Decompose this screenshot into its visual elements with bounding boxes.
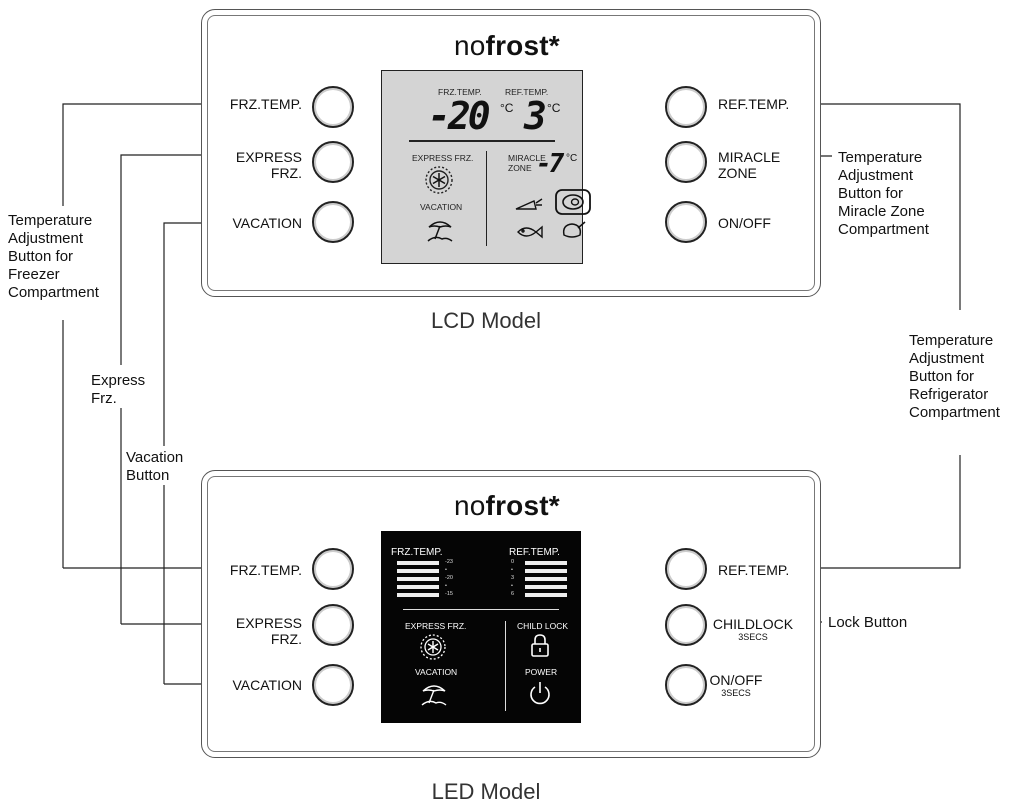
frz-bars-segment xyxy=(397,585,439,589)
led-ref-temp-heading: REF.TEMP. xyxy=(509,547,560,558)
lcd-vacation-label: VACATION xyxy=(232,215,303,231)
led-childlock-button[interactable] xyxy=(665,604,707,646)
led-frz-temp-heading: FRZ.TEMP. xyxy=(391,547,443,558)
frz-bars-tick-label: • xyxy=(445,583,447,589)
led-power-icon xyxy=(530,682,550,705)
lcd-ref-unit: °C xyxy=(547,101,561,115)
led-vacation-label: VACATION xyxy=(232,677,303,693)
led-display: FRZ.TEMP. REF.TEMP. -23 • -20 • -15 0 • 3 • 6 EX… xyxy=(381,531,581,723)
led-nofrost-logo: nofrost* xyxy=(454,490,560,521)
lcd-vacation-indicator: VACATION xyxy=(420,202,463,212)
lcd-umbrella-icon xyxy=(427,221,453,242)
lcd-express-frz-button[interactable] xyxy=(312,141,354,183)
lcd-carrot-icon xyxy=(515,198,543,210)
lcd-miracle-zone-indicator: MIRACLE ZONE xyxy=(508,153,546,173)
led-express-frz-indicator: EXPRESS FRZ. xyxy=(405,621,467,631)
led-ref-temp-label: REF.TEMP. xyxy=(718,562,790,578)
freezer-temp-annotation: Temperature Adjustment Button for Freeze… xyxy=(8,212,99,302)
led-divider xyxy=(403,609,559,610)
lcd-ref-temp-label: REF.TEMP. xyxy=(718,96,790,112)
ref-bars-tick-label: • xyxy=(511,583,513,589)
lcd-frz-temp-value: -20 xyxy=(428,94,491,138)
lcd-ref-temp-heading: REF.TEMP. xyxy=(505,87,549,97)
frz-bars-tick-label: -15 xyxy=(445,591,453,597)
express-frz-annotation: Express Frz. xyxy=(91,372,146,408)
lcd-meat-icon xyxy=(555,189,591,215)
ref-bars-tick-label: • xyxy=(511,567,513,573)
lcd-ref-temp-value: 3 xyxy=(524,94,547,138)
led-vacation-button[interactable] xyxy=(312,664,354,706)
frz-bars-segment xyxy=(397,561,439,565)
led-padlock-icon xyxy=(531,634,549,657)
led-power-indicator: POWER xyxy=(525,667,558,677)
led-vertical-divider xyxy=(505,621,506,711)
frz-bars-tick-label: • xyxy=(445,567,447,573)
led-express-frz-button[interactable] xyxy=(312,604,354,646)
frz-bars-tick-label: -20 xyxy=(445,575,453,581)
led-model-caption: LED Model xyxy=(431,779,541,804)
lcd-vertical-divider xyxy=(486,151,488,246)
lcd-chicken-icon xyxy=(562,221,586,238)
lcd-divider xyxy=(409,140,555,142)
led-frz-temp-label: FRZ.TEMP. xyxy=(229,562,302,578)
lcd-fish-icon xyxy=(517,225,543,239)
lcd-panel-inner-border xyxy=(207,15,815,291)
lcd-display: FRZ.TEMP. -20 °C REF.TEMP. 3 °C EXPRESS … xyxy=(381,70,591,264)
lcd-miracle-unit: °C xyxy=(566,153,578,164)
ref-bars-tick-label: 3 xyxy=(511,575,515,581)
led-vacation-indicator: VACATION xyxy=(415,667,458,677)
lcd-miracle-zone-label: MIRACLE ZONE xyxy=(718,149,781,181)
lcd-frz-unit: °C xyxy=(500,101,514,115)
led-on-off-button[interactable] xyxy=(665,664,707,706)
lcd-nofrost-logo: nofrost* xyxy=(454,30,560,61)
led-frz-temp-button[interactable] xyxy=(312,548,354,590)
lcd-miracle-zone-value: -7 xyxy=(536,149,564,179)
lcd-miracle-zone-button[interactable] xyxy=(665,141,707,183)
led-panel-inner-border xyxy=(207,476,815,752)
ref-bars-segment xyxy=(525,577,567,581)
frz-bars-segment xyxy=(397,569,439,573)
lcd-express-frz-label: EXPRESS FRZ. xyxy=(235,149,302,181)
lcd-model-caption: LCD Model xyxy=(430,308,542,333)
lcd-frz-temp-heading: FRZ.TEMP. xyxy=(438,87,482,97)
ref-bars-tick-label: 0 xyxy=(511,559,515,565)
led-express-frz-label: EXPRESS FRZ. xyxy=(235,615,302,647)
vacation-annotation: Vacation Button xyxy=(126,449,184,485)
led-childlock-indicator: CHILD LOCK xyxy=(517,621,569,631)
led-snowflake-icon xyxy=(420,634,446,660)
lcd-frz-temp-button[interactable] xyxy=(312,86,354,128)
lcd-on-off-button[interactable] xyxy=(665,201,707,243)
miracle-zone-annotation: Temperature Adjustment Button for Miracl… xyxy=(838,149,929,239)
ref-bars-segment xyxy=(525,585,567,589)
lcd-express-frz-indicator: EXPRESS FRZ. xyxy=(412,153,474,163)
lcd-ref-temp-button[interactable] xyxy=(665,86,707,128)
lcd-snowflake-icon xyxy=(425,166,453,194)
led-umbrella-icon xyxy=(421,685,447,706)
frz-bars-segment xyxy=(397,577,439,581)
ref-bars-segment xyxy=(525,593,567,597)
ref-bars-segment xyxy=(525,569,567,573)
ref-bars-tick-label: 6 xyxy=(511,591,515,597)
lcd-on-off-label: ON/OFF xyxy=(718,215,771,231)
frz-bars-segment xyxy=(397,593,439,597)
lcd-vacation-button[interactable] xyxy=(312,201,354,243)
refrigerator-annotation: Temperature Adjustment Button for Refrig… xyxy=(909,332,1000,422)
ref-bars-segment xyxy=(525,561,567,565)
lcd-frz-temp-label: FRZ.TEMP. xyxy=(229,96,302,112)
lock-annotation: Lock Button xyxy=(828,614,908,632)
frz-bars-tick-label: -23 xyxy=(445,559,453,565)
led-ref-temp-button[interactable] xyxy=(665,548,707,590)
